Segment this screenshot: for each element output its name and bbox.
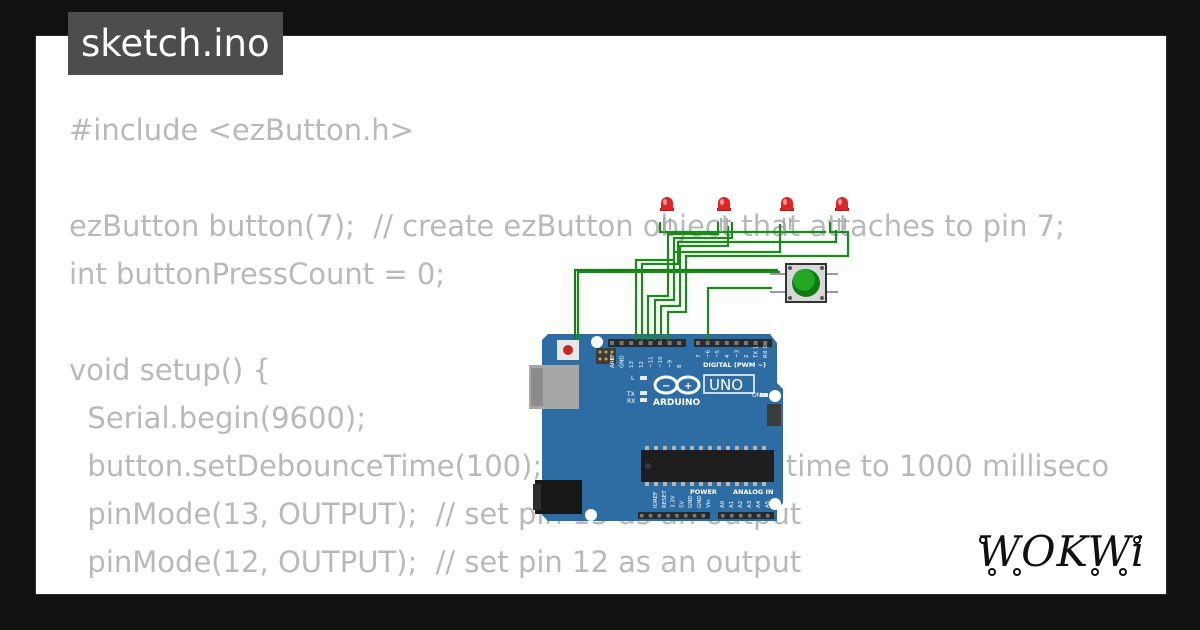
red-led[interactable]	[780, 197, 794, 232]
pin-label: A1	[729, 501, 735, 508]
analog-header	[718, 512, 774, 519]
arduino-logo-icon	[653, 375, 701, 395]
pin-label: A0	[720, 500, 726, 508]
pin-label: 3.3V	[671, 495, 677, 508]
led-l-label: L	[631, 375, 635, 382]
pin-label: 8	[677, 364, 683, 368]
pin-label: ~6	[706, 349, 712, 358]
led-tx-label: TX	[626, 391, 635, 398]
wire-button-pin7	[706, 286, 772, 340]
wire-led4	[666, 222, 850, 340]
pin-label: TX 1	[754, 346, 760, 359]
digital-header-label: DIGITAL (PWM ~)	[703, 361, 766, 369]
pin-label: AREF	[610, 354, 616, 368]
pin-label: 13	[629, 361, 635, 368]
pin-label: A3	[747, 500, 753, 508]
svg-text:−: −	[662, 381, 670, 392]
code-line[interactable]: #include <ezButton.h>	[69, 113, 414, 147]
wire-gnd-leds	[634, 222, 734, 340]
on-label: ON	[752, 392, 761, 399]
pushbutton[interactable]	[770, 263, 838, 303]
board-brand-label: ARDUINO	[653, 398, 701, 408]
power-header	[638, 512, 710, 519]
pin-label: GND	[688, 495, 694, 508]
pin-label: A2	[738, 501, 744, 508]
wokwi-logo[interactable]: WOKWi	[975, 528, 1155, 580]
pin-label: A5	[765, 500, 771, 508]
wire-led2	[653, 224, 782, 340]
arduino-uno-board[interactable]: L TX RX ON − + UNO ARDUINO DIGITAL (PWM …	[529, 334, 783, 521]
pin-label: Vin	[706, 499, 712, 508]
pin-label: RX 0	[763, 345, 769, 358]
pin-label: RESET	[662, 490, 668, 508]
pin-label: ~11	[648, 356, 654, 368]
pin-label: GND	[620, 355, 626, 368]
pin-label: 2	[744, 355, 750, 359]
pin-label: 7	[696, 354, 702, 358]
atmega-chip	[641, 450, 774, 482]
wire-led3	[659, 226, 730, 340]
pin-label: GND	[697, 495, 703, 508]
red-led[interactable]	[835, 197, 849, 232]
pin-label: ~5	[715, 349, 721, 358]
red-led[interactable]	[717, 197, 731, 232]
red-led[interactable]	[660, 197, 674, 232]
code-line[interactable]: pinMode(12, OUTPUT); // set pin 12 as an…	[69, 545, 802, 579]
power-jack	[535, 480, 582, 514]
analog-label: ANALOG IN	[733, 488, 773, 496]
pin-label: ~10	[658, 356, 664, 368]
pin-label: IOREF	[653, 492, 659, 508]
pin-label: 4	[725, 354, 731, 358]
code-line[interactable]: pinMode(11, OUTPUT); // set pin 11 as an…	[69, 586, 1109, 594]
wire-button-gnd	[576, 270, 780, 340]
wires	[573, 222, 850, 340]
pin-label: ~9	[668, 359, 674, 368]
led-rx-label: RX	[627, 398, 635, 405]
wokwi-logo-text: WOKWi	[977, 528, 1145, 576]
digital-header-right	[694, 339, 772, 347]
pin-label: ~3	[734, 349, 740, 358]
svg-text:+: +	[684, 381, 692, 392]
power-label: POWER	[690, 488, 717, 496]
file-tab-label: sketch.ino	[81, 22, 270, 65]
digital-header-left	[608, 339, 686, 347]
pin-label: 5V	[679, 501, 685, 508]
file-tab[interactable]: sketch.ino	[68, 12, 283, 75]
pin-label: A4	[756, 500, 762, 508]
code-line[interactable]: void setup() {	[69, 353, 271, 387]
led-group	[660, 197, 849, 232]
code-line[interactable]: Serial.begin(9600);	[69, 401, 367, 435]
code-line[interactable]: int buttonPressCount = 0;	[69, 257, 446, 291]
board-model-label: UNO	[709, 376, 743, 394]
pin-label: 12	[639, 361, 645, 368]
